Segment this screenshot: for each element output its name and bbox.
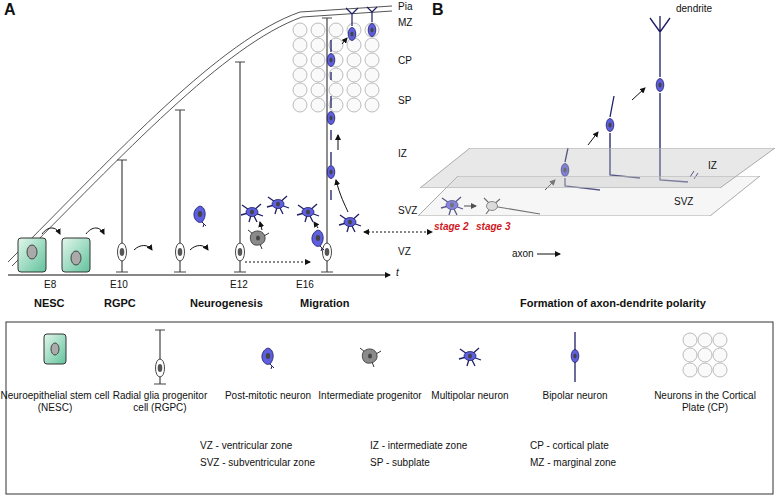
legend-text: Radial glia progenitor cell (RGPC) bbox=[104, 390, 216, 414]
stage-tag: stage 3 bbox=[476, 221, 510, 233]
legend-text: Multipolar neuron bbox=[414, 390, 526, 402]
plane-outline bbox=[420, 148, 775, 188]
stage-tag: stage 2 bbox=[434, 221, 468, 233]
time-label: E12 bbox=[230, 279, 248, 291]
stage-label: NESC bbox=[34, 297, 65, 310]
abbreviation: SP - subplate bbox=[370, 457, 430, 469]
stage-label: Migration bbox=[300, 297, 350, 310]
legend-text: Bipolar neuron bbox=[519, 390, 631, 402]
structure-label: axon bbox=[512, 248, 534, 260]
zone-label: SP bbox=[398, 95, 411, 107]
legend-text: Post-mitotic neuron bbox=[212, 390, 324, 402]
abbreviation: SVZ - subventricular zone bbox=[200, 457, 315, 469]
time-label: E10 bbox=[110, 279, 128, 291]
legend-text: Neurons in the Cortical Plate (CP) bbox=[649, 390, 761, 414]
legend-text: Neuroepithelial stem cell (NESC) bbox=[0, 390, 111, 414]
stage-label: Formation of axon-dendrite polarity bbox=[520, 297, 706, 310]
panel-letter: B bbox=[432, 0, 444, 19]
abbreviation: VZ - ventricular zone bbox=[200, 440, 292, 452]
plane-label: SVZ bbox=[674, 196, 693, 208]
abbreviation: MZ - marginal zone bbox=[530, 457, 616, 469]
time-label: E8 bbox=[44, 279, 56, 291]
panel-letter: A bbox=[4, 0, 16, 19]
legend-text: Intermediate progenitor bbox=[314, 390, 426, 402]
stage-label: Neurogenesis bbox=[190, 297, 263, 310]
zone-label: SVZ bbox=[398, 205, 417, 217]
stage-label: RGPC bbox=[104, 297, 136, 310]
zone-label: CP bbox=[398, 55, 412, 67]
time-label: E16 bbox=[296, 279, 314, 291]
abbreviation: CP - cortical plate bbox=[530, 440, 609, 452]
zone-label: VZ bbox=[398, 246, 411, 258]
zone-label: Pia bbox=[398, 1, 412, 13]
plane-band: IZ bbox=[420, 148, 775, 188]
structure-label: dendrite bbox=[676, 3, 712, 15]
plane-label: IZ bbox=[708, 160, 717, 172]
abbreviation: IZ - intermediate zone bbox=[370, 440, 467, 452]
zone-label: MZ bbox=[398, 17, 412, 29]
zone-label: IZ bbox=[398, 148, 407, 160]
time-label: t bbox=[396, 267, 399, 279]
